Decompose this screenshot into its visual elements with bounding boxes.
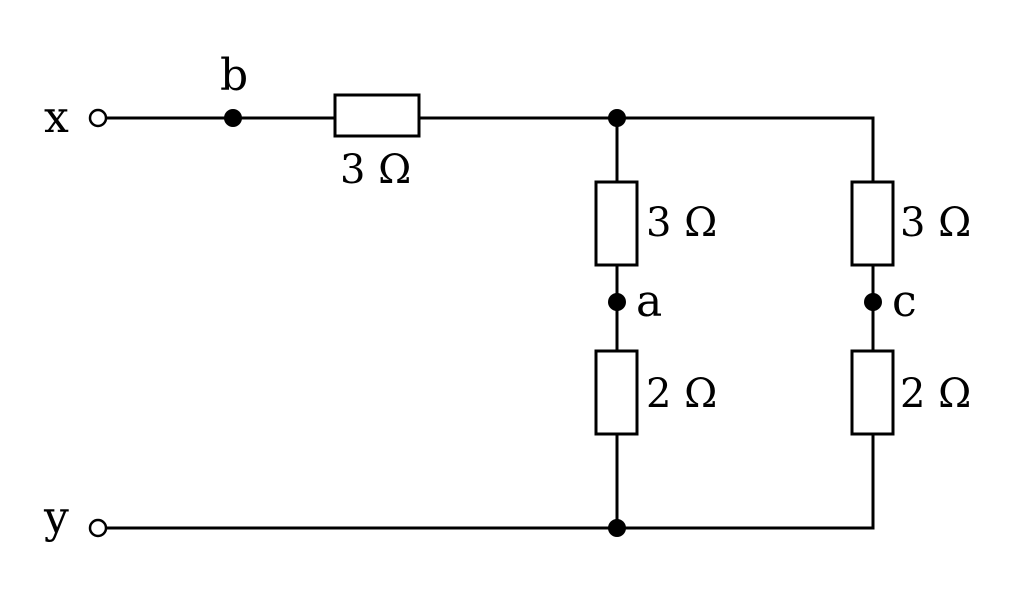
junction-bottom-split (608, 519, 626, 537)
resistor-branch-a-lower (594, 349, 639, 436)
resistor-branch-a-upper (594, 180, 639, 267)
node-b-label: b (220, 50, 248, 101)
resistor-branch-a-lower-label: 2 Ω (646, 371, 717, 417)
junction-node-a (608, 293, 626, 311)
junction-node-b (224, 109, 242, 127)
node-a-label: a (636, 276, 662, 327)
resistor-branch-c-lower (850, 349, 895, 436)
terminal-x (88, 108, 108, 128)
wires (104, 116, 875, 530)
junction-node-c (864, 293, 882, 311)
resistor-branch-c-upper-label: 3 Ω (900, 200, 971, 246)
terminal-y (88, 518, 108, 538)
junction-top-split (608, 109, 626, 127)
terminal-x-label: x (44, 92, 69, 143)
resistor-series-top-label: 3 Ω (340, 147, 411, 193)
resistor-series-top (333, 93, 421, 138)
resistor-branch-c-upper (850, 180, 895, 267)
terminal-y-label: y (43, 492, 69, 543)
node-c-label: c (892, 276, 917, 327)
resistor-branch-c-lower-label: 2 Ω (900, 371, 971, 417)
resistor-branch-a-upper-label: 3 Ω (646, 200, 717, 246)
